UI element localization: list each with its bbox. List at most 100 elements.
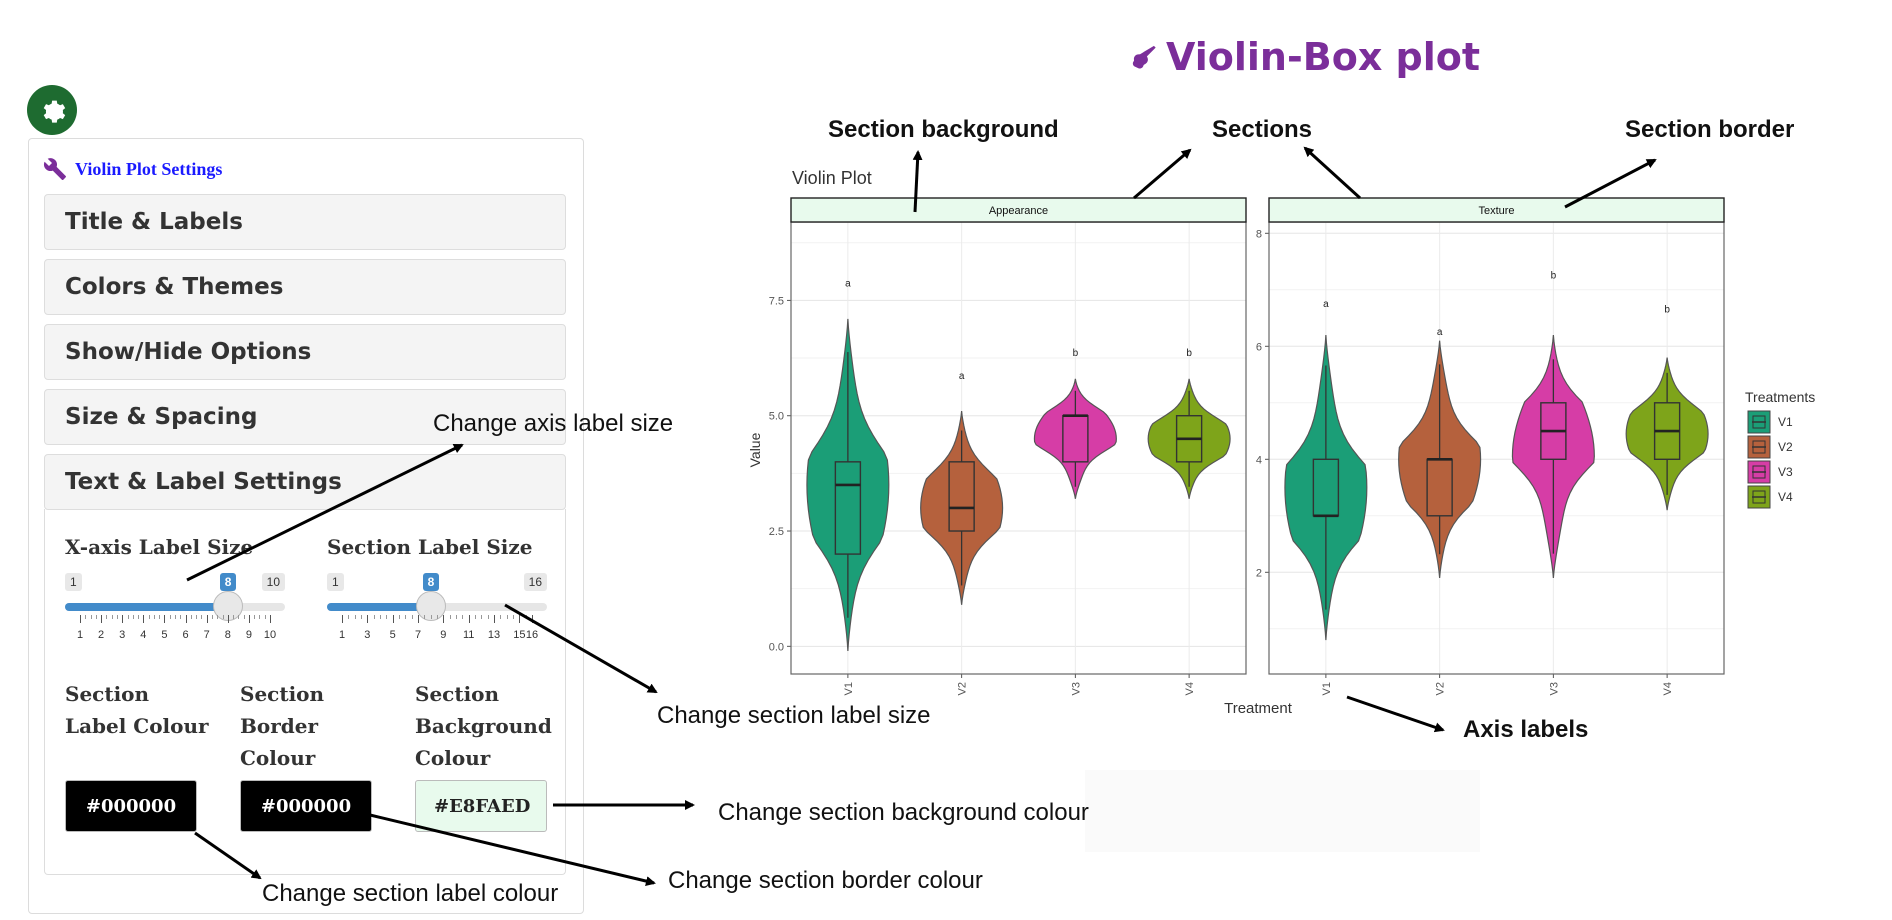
slider-major-tick bbox=[342, 615, 343, 623]
slider-major-tick bbox=[468, 615, 470, 623]
slider-value: 8 bbox=[219, 573, 237, 591]
slider-tick-label: 3 bbox=[119, 629, 126, 641]
slider-minor-tick bbox=[399, 615, 400, 619]
x-tick-label: V3 bbox=[1070, 682, 1082, 695]
box-v2 bbox=[948, 461, 975, 532]
accordion-size-spacing[interactable]: Size & Spacing bbox=[44, 389, 566, 445]
legend-label: V2 bbox=[1778, 440, 1793, 454]
slider-minor-tick bbox=[437, 615, 438, 619]
accordion-text-label-settings[interactable]: Text & Label Settings bbox=[44, 454, 566, 510]
slider-minor-tick bbox=[217, 615, 219, 619]
slider-minor-tick bbox=[481, 615, 483, 619]
arrow-axis-labels bbox=[1346, 695, 1445, 733]
slider-minor-tick bbox=[386, 615, 388, 619]
slider-tick-label: 9 bbox=[440, 629, 447, 641]
arrow-axis-label-size bbox=[186, 443, 464, 582]
slider-minor-tick bbox=[111, 615, 113, 619]
arrow-section-border bbox=[1564, 158, 1657, 209]
annotation-change-section-border-colour: Change section border colour bbox=[668, 867, 983, 894]
slider-minor-tick bbox=[411, 615, 413, 619]
slider-tick-label: 2 bbox=[98, 629, 105, 641]
slider-minor-tick bbox=[175, 615, 176, 619]
annotation-axis-labels: Axis labels bbox=[1463, 716, 1589, 743]
slider-major-tick bbox=[494, 615, 495, 623]
slider-major-tick bbox=[532, 615, 533, 623]
section-strip bbox=[1268, 197, 1725, 223]
settings-gear-button[interactable] bbox=[27, 85, 77, 135]
accordion-title-labels[interactable]: Title & Labels bbox=[44, 194, 566, 250]
slider-minor-tick bbox=[201, 615, 203, 619]
significance-letter: a bbox=[959, 371, 965, 382]
slider-minor-tick bbox=[180, 615, 182, 619]
slider-minor-tick bbox=[222, 615, 224, 619]
slider-tick-label: 15 bbox=[513, 629, 526, 641]
slider-minor-tick bbox=[487, 615, 489, 619]
y-tick-label: 7.5 bbox=[769, 295, 784, 307]
accordion-body-text-label bbox=[44, 509, 566, 875]
slider-tick-label: 8 bbox=[224, 629, 231, 641]
slider-major-tick bbox=[367, 615, 369, 623]
section-background-colour-input[interactable]: #E8FAED bbox=[415, 780, 547, 832]
legend-key-box bbox=[1752, 415, 1766, 429]
slider-major-tick bbox=[248, 615, 250, 623]
slider-tick-label: 11 bbox=[462, 629, 475, 641]
significance-letter: b bbox=[1073, 348, 1079, 359]
page-title: Violin-Box plot bbox=[1130, 35, 1480, 79]
panel-header-title: Violin Plot Settings bbox=[75, 158, 223, 179]
slider-tick-label: 7 bbox=[414, 629, 422, 641]
slider-minor-tick bbox=[169, 615, 171, 619]
annotation-change-section-label-size: Change section label size bbox=[657, 702, 931, 729]
significance-letter: a bbox=[1323, 299, 1329, 310]
slider-major-tick bbox=[122, 615, 124, 623]
slider-minor-tick bbox=[85, 615, 87, 619]
arrow-sections-1 bbox=[1133, 148, 1192, 200]
legend-label: V3 bbox=[1778, 465, 1793, 479]
slider-tick-label: 5 bbox=[161, 629, 168, 641]
slider-minor-tick bbox=[475, 615, 476, 619]
legend-label: V1 bbox=[1778, 415, 1793, 429]
slider-minor-tick bbox=[462, 615, 464, 619]
legend-key-box bbox=[1752, 465, 1766, 479]
violin-icon bbox=[1132, 45, 1156, 69]
annotation-change-section-bg-colour: Change section background colour bbox=[718, 799, 1089, 826]
slider-track[interactable] bbox=[65, 603, 285, 611]
violin-v3 bbox=[1511, 334, 1595, 579]
slider-minor-tick bbox=[259, 615, 261, 619]
violin-v1 bbox=[1284, 334, 1368, 641]
slider-major-tick bbox=[80, 615, 81, 623]
slider-major-tick bbox=[270, 615, 271, 623]
significance-letter: b bbox=[1551, 271, 1557, 282]
slider-minor-tick bbox=[348, 615, 350, 619]
violin-v4 bbox=[1625, 357, 1709, 511]
accordion-colors-themes[interactable]: Colors & Themes bbox=[44, 259, 566, 315]
section-border-colour-input[interactable]: #000000 bbox=[240, 780, 372, 832]
accordion-show-hide[interactable]: Show/Hide Options bbox=[44, 324, 566, 380]
legend-key-box bbox=[1752, 490, 1766, 504]
slider-minor-tick bbox=[513, 615, 514, 619]
legend-key-box bbox=[1752, 440, 1766, 454]
section-label-colour-input[interactable]: #000000 bbox=[65, 780, 197, 832]
slider-minor-tick bbox=[456, 615, 457, 619]
slider-minor-tick bbox=[424, 615, 426, 619]
slider-major-tick bbox=[101, 615, 103, 623]
slider-minor-tick bbox=[153, 615, 155, 619]
y-tick-label: 5.0 bbox=[769, 411, 784, 423]
slider-major-tick bbox=[206, 615, 208, 623]
slider-max: 10 bbox=[261, 573, 285, 591]
slider-major-tick bbox=[519, 615, 521, 623]
x-tick-label: V3 bbox=[1548, 682, 1560, 695]
slider-minor-tick bbox=[148, 615, 150, 619]
significance-letter: b bbox=[1186, 348, 1192, 359]
slider-minor-tick bbox=[500, 615, 502, 619]
y-axis-label: Value bbox=[747, 432, 763, 467]
slider-major-tick bbox=[164, 615, 166, 623]
slider-major-tick bbox=[185, 615, 187, 623]
x-tick-label: V2 bbox=[957, 682, 969, 695]
slider-minor-tick bbox=[233, 615, 235, 619]
slider-fill bbox=[65, 603, 228, 611]
